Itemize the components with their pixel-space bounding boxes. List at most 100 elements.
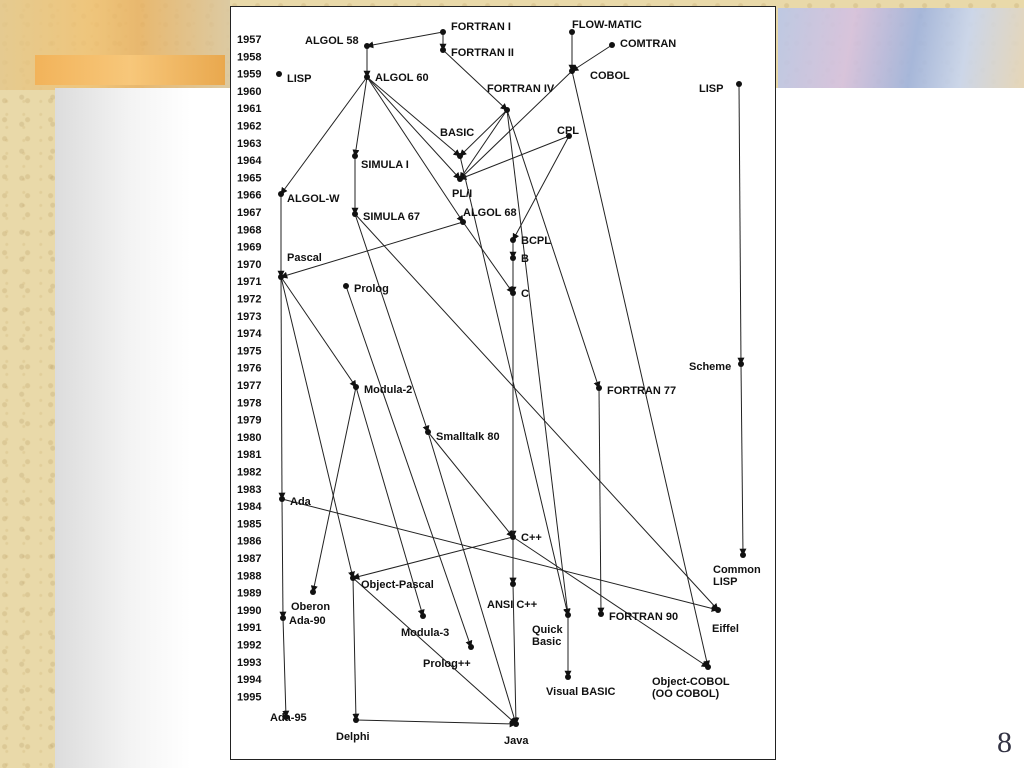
derivation-arrow (366, 76, 464, 223)
derivation-arrow (279, 498, 287, 619)
year-label: 1976 (237, 363, 261, 375)
language-node (425, 429, 431, 435)
language-node (280, 615, 286, 621)
language-node (440, 29, 446, 35)
year-label: 1991 (237, 622, 261, 634)
language-node (510, 255, 516, 261)
year-label: 1988 (237, 570, 261, 582)
language-node (457, 176, 463, 182)
language-label: FORTRAN II (451, 47, 514, 59)
year-label: 1969 (237, 242, 261, 254)
language-node (364, 74, 370, 80)
year-label: 1985 (237, 518, 261, 530)
language-label: Object-Pascal (361, 579, 434, 591)
derivation-arrow (512, 536, 709, 668)
language-node (353, 384, 359, 390)
language-node (468, 644, 474, 650)
language-node (440, 47, 446, 53)
year-label: 1987 (237, 553, 261, 565)
derivation-arrow (512, 135, 570, 241)
language-label: SIMULA 67 (363, 211, 420, 223)
derivation-arrow (739, 363, 747, 556)
language-label: LISP (287, 73, 311, 85)
language-label: Ada-90 (289, 615, 326, 627)
language-label: CPL (557, 125, 579, 137)
derivation-arrow (366, 31, 444, 49)
language-node (310, 589, 316, 595)
year-label: 1973 (237, 311, 261, 323)
derivation-arrow (597, 387, 605, 615)
language-label: LISP (699, 83, 723, 95)
genealogy-svg: 1957195819591960196119621963196419651966… (237, 19, 761, 747)
language-label: FORTRAN IV (487, 83, 555, 95)
derivation-arrow (310, 386, 357, 593)
language-node (596, 385, 602, 391)
language-node (565, 674, 571, 680)
year-label: 1975 (237, 345, 261, 357)
derivation-arrow (355, 719, 517, 728)
language-label: ANSI C++ (487, 599, 537, 611)
year-label: 1968 (237, 224, 261, 236)
language-node (609, 42, 615, 48)
language-label: PL/I (452, 188, 472, 200)
derivation-arrow (462, 221, 514, 294)
year-label: 1965 (237, 172, 261, 184)
language-label: C++ (521, 532, 542, 544)
year-label: 1990 (237, 605, 261, 617)
year-label: 1977 (237, 380, 261, 392)
language-node (350, 575, 356, 581)
year-label: 1983 (237, 484, 261, 496)
derivation-arrow (506, 109, 571, 616)
year-label: 1962 (237, 121, 261, 133)
language-node (510, 581, 516, 587)
language-node (738, 361, 744, 367)
language-label: ALGOL-W (287, 193, 340, 205)
language-label: FORTRAN 90 (609, 611, 678, 623)
language-label: FORTRAN 77 (607, 385, 676, 397)
language-node (736, 81, 742, 87)
year-label: 1994 (237, 674, 262, 686)
year-label: 1959 (237, 69, 261, 81)
year-label: 1971 (237, 276, 261, 288)
language-label: Scheme (689, 361, 731, 373)
derivation-arrow (282, 617, 290, 718)
derivation-arrow (459, 109, 508, 157)
decorative-bar-left (35, 55, 225, 85)
language-node (510, 534, 516, 540)
language-node (504, 107, 510, 113)
language-node (460, 219, 466, 225)
derivation-arrow (366, 76, 461, 157)
language-node (353, 717, 359, 723)
language-node (513, 721, 519, 727)
year-label: 1966 (237, 190, 261, 202)
derivation-arrow (506, 109, 601, 389)
language-label: COBOL (590, 70, 630, 82)
language-node (565, 612, 571, 618)
language-label: ALGOL 68 (463, 207, 517, 219)
derivation-arrow (571, 70, 711, 668)
year-label: 1957 (237, 34, 261, 46)
language-node (278, 274, 284, 280)
language-node (705, 664, 711, 670)
derivation-arrow (512, 583, 520, 725)
language-node (457, 153, 463, 159)
derivation-arrow (280, 276, 357, 388)
derivation-arrow (459, 109, 508, 180)
derivation-arrow (280, 221, 464, 279)
language-label: Delphi (336, 731, 370, 743)
year-label: 1964 (237, 155, 262, 167)
language-label: FLOW-MATIC (572, 19, 642, 31)
year-label: 1961 (237, 103, 261, 115)
language-node (510, 290, 516, 296)
derivation-arrow (345, 285, 473, 648)
year-label: 1980 (237, 432, 261, 444)
decorative-banner-right (778, 8, 1024, 90)
language-label: Ada (290, 496, 312, 508)
derivation-arrow (427, 431, 514, 538)
year-label: 1958 (237, 51, 261, 63)
derivation-arrow (354, 213, 719, 611)
language-node (420, 613, 426, 619)
derivation-arrow (352, 536, 514, 580)
